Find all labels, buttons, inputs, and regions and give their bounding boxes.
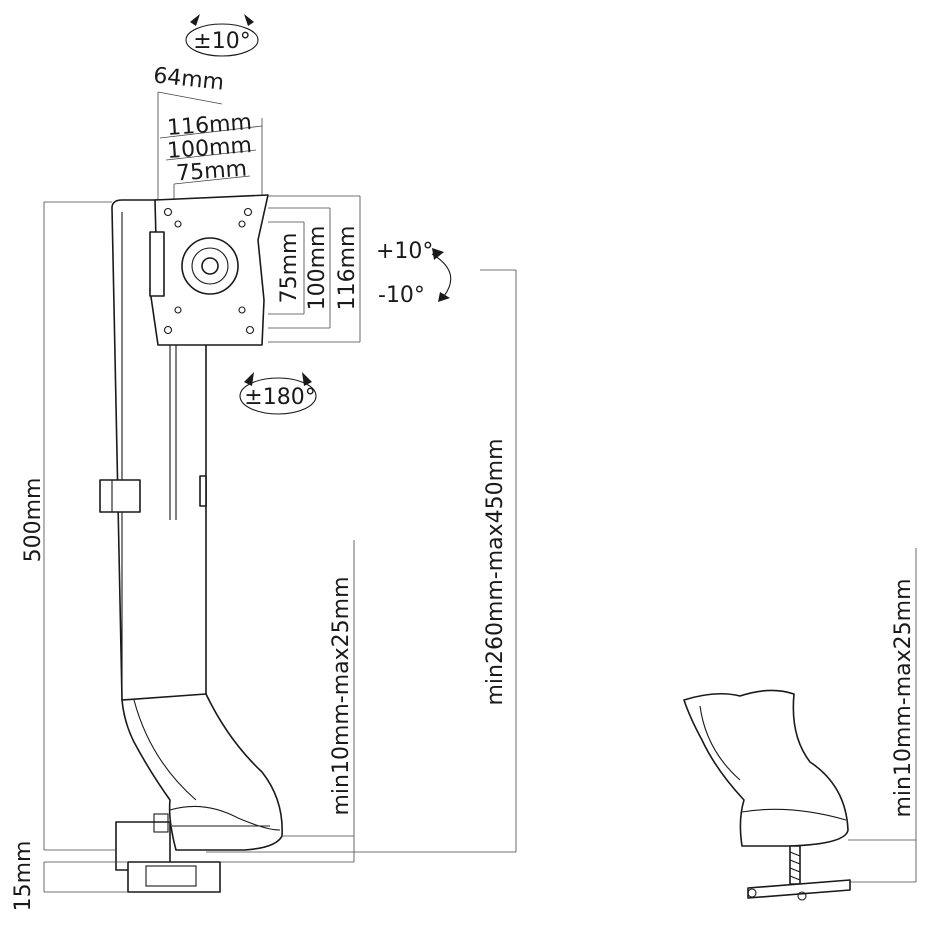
pole-height-label: 500mm: [21, 478, 46, 563]
pole-height-dimension: 500mm: [21, 201, 116, 851]
vesa-offset-label: 64mm: [152, 63, 225, 95]
vesa-h-75-label: 75mm: [175, 157, 247, 187]
vesa-v-75-label: 75mm: [277, 233, 302, 304]
vesa-vertical-dimensions: 75mm 100mm 116mm: [268, 195, 361, 343]
clamp-plate: [127, 861, 221, 893]
arrow-right-icon: [244, 14, 254, 26]
vesa-v-116-label: 116mm: [335, 226, 360, 311]
rotation-badge: ±180°: [239, 372, 317, 415]
vesa-horizontal-dimensions: 64mm 116mm 100mm 75mm: [152, 63, 263, 200]
desk-thickness-main-label: min10mm-max25mm: [329, 576, 354, 815]
clamp-depth-label: 15mm: [11, 841, 36, 912]
vesa-h-116-label: 116mm: [166, 110, 252, 141]
desk-thickness-grommet-label: min10mm-max25mm: [891, 578, 916, 817]
base-arm: [115, 693, 283, 893]
vesa-plate: [149, 194, 269, 346]
tilt-top-label: ±10°: [193, 29, 250, 54]
tilt-side-indicator: +10° -10°: [376, 239, 452, 308]
arrow-down-icon: [438, 292, 450, 302]
vesa-v-100-label: 100mm: [305, 226, 330, 311]
arrow-up-icon: [432, 248, 444, 260]
arrow-left-icon: [190, 14, 200, 26]
rotate-left-icon: [244, 372, 254, 386]
rotation-label: ±180°: [244, 385, 315, 410]
height-range-dimension: min260mm-max450mm: [206, 269, 517, 853]
vesa-h-100-label: 100mm: [166, 133, 252, 164]
tilt-plus-label: +10°: [376, 239, 433, 264]
tilt-top-badge: ±10°: [185, 14, 259, 57]
cable-clip: [99, 479, 141, 513]
grommet-detail-view: [683, 689, 851, 901]
desk-thickness-grommet-dimension: min10mm-max25mm: [848, 548, 917, 883]
height-range-label: min260mm-max450mm: [483, 438, 508, 705]
tilt-minus-label: -10°: [378, 283, 425, 308]
rotate-right-icon: [302, 372, 312, 386]
clamp-depth-dimension: 15mm: [11, 841, 128, 912]
desk-thickness-main-dimension: min10mm-max25mm: [220, 540, 355, 863]
